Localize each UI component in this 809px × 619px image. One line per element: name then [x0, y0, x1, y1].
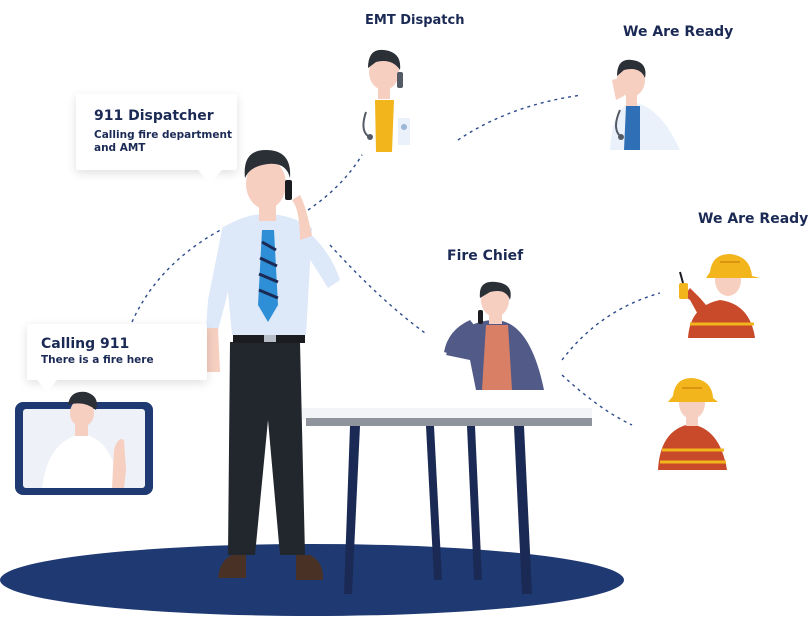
connector-dispatcher-chief — [329, 244, 426, 334]
dispatcher-bubble-title: 911 Dispatcher — [94, 108, 214, 124]
dispatcher-bubble-line1: Calling fire department — [94, 129, 232, 141]
emt-dispatcher-person — [362, 49, 410, 155]
caller-speech-bubble: Calling 911 There is a fire here — [27, 324, 207, 392]
connector-chief-firefighter2 — [561, 374, 633, 426]
firefighter-radio-person — [679, 254, 760, 338]
fire-chief-person — [444, 281, 544, 390]
connector-chief-firefighter1 — [561, 292, 661, 361]
dispatcher-man — [206, 150, 340, 580]
bubble-tail — [37, 380, 57, 392]
caller-tablet — [15, 391, 153, 495]
desk — [302, 408, 592, 594]
dispatcher-bubble-line2: and AMT — [94, 142, 146, 154]
caller-bubble-title: Calling 911 — [41, 336, 130, 352]
connector-caller-dispatcher — [131, 224, 231, 323]
label-we-are-ready-doctor: We Are Ready — [623, 24, 734, 40]
firefighter-person — [658, 378, 727, 470]
label-emt-dispatch: EMT Dispatch — [365, 13, 465, 28]
label-we-are-ready-fire: We Are Ready — [698, 211, 809, 227]
caller-bubble-line1: There is a fire here — [41, 354, 154, 366]
connector-emt-doctor — [457, 94, 583, 141]
connector-lines — [131, 94, 661, 426]
connector-dispatcher-emt — [307, 149, 366, 211]
label-fire-chief: Fire Chief — [447, 248, 524, 264]
bubble-tail — [198, 170, 222, 184]
doctor-person — [610, 59, 680, 150]
dispatcher-speech-bubble: 911 Dispatcher Calling fire department a… — [76, 94, 237, 184]
